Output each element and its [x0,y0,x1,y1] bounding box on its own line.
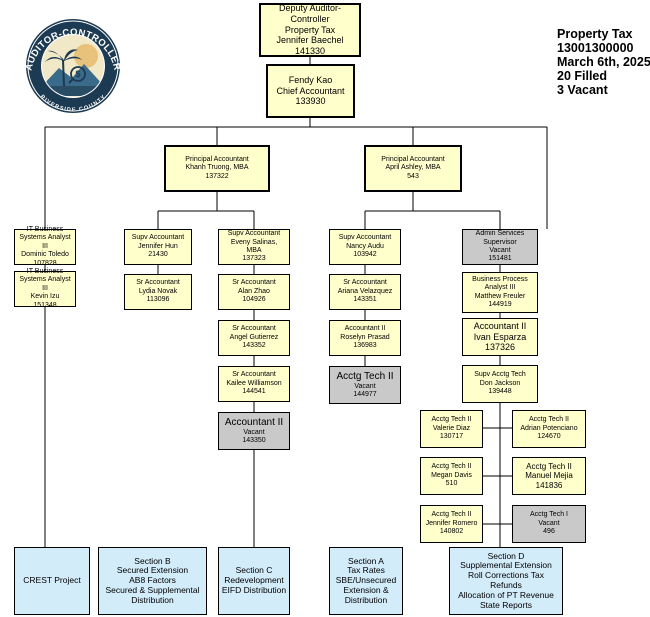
box-acctg-tech-diaz: Acctg Tech II Valerie Diaz 130717 [420,410,483,448]
box-sr-accountant-zhao: Sr Accountant Alan Zhao 104926 [218,274,290,310]
filled-count: 20 Filled [557,69,608,83]
logo-dollar: $ [75,69,80,79]
magnifier-icon [70,66,86,82]
section-c: Section C Redevelopment EIFD Distributio… [218,547,290,615]
box-sr-accountant-novak: Sr Accountant Lydia Novak 113096 [124,274,192,310]
box-acctg-tech-ii-vacant: Acctg Tech II Vacant 144977 [329,366,401,404]
box-admin-services-supervisor: Admin Services Supervisor Vacant 151481 [462,229,538,265]
box-it-analyst-izu: IT Business Systems Analyst III Kevin Iz… [14,268,76,309]
box-business-process-analyst: Business Process Analyst III Matthew Fre… [462,272,538,313]
vacant-count: 3 Vacant [557,83,608,97]
box-supv-accountant-audu: Supv Accountant Nancy Audu 103942 [329,229,401,265]
department-code: 13001300000 [557,41,634,55]
section-d: Section D Supplemental Extension Roll Co… [449,547,563,615]
box-principal-accountant-ashley: Principal Accountant April Ashley, MBA 5… [364,145,462,192]
box-acctg-tech-davis: Acctg Tech II Megan Davis 510 [420,457,483,495]
department-name: Property Tax [557,27,633,41]
box-deputy-auditor: Deputy Auditor- Controller Property Tax … [259,3,361,57]
box-acctg-tech-romero: Acctg Tech II Jennifer Romero 140802 [420,505,483,543]
sun-icon [74,44,98,68]
section-b: Section B Secured Extension AB8 Factors … [98,547,207,615]
box-accountant-ii-vacant: Accountant II Vacant 143350 [218,412,290,450]
box-supv-accountant-hun: Supv Accountant Jennifer Hun 21430 [124,229,192,265]
org-info: Property Tax 13001300000 March 6th, 2025… [557,27,650,97]
palm-tree-icon [62,60,65,86]
auditor-controller-seal: $ AUDITOR-CONTROLLER RIVERSIDE COUNTY [24,19,122,113]
box-principal-accountant-truong: Principal Accountant Khanh Truong, MBA 1… [164,145,270,192]
box-sr-accountant-gutierrez: Sr Accountant Angel Gutierrez 143352 [218,320,290,356]
box-sr-accountant-velazquez: Sr Accountant Ariana Velazquez 143351 [329,274,401,310]
box-acctg-tech-i-vacant: Acctg Tech I Vacant 496 [512,505,586,543]
box-accountant-ii-esparza: Accountant II Ivan Esparza 137326 [462,318,538,356]
box-it-analyst-toledo: IT Business Systems Analyst III Dominic … [14,226,76,267]
box-chief-accountant: Fendy Kao Chief Accountant 133930 [266,64,355,118]
box-supv-acctg-tech-jackson: Supv Acctg Tech Don Jackson 139448 [462,365,538,403]
box-acctg-tech-potenciano: Acctg Tech II Adrian Potenciano 124670 [512,410,586,448]
section-a: Section A Tax Rates SBE/Unsecured Extens… [329,547,403,615]
box-acctg-tech-mejia: Acctg Tech II Manuel Mejia 141836 [512,457,586,495]
box-accountant-ii-prasad: Accountant II Roselyn Prasad 136983 [329,320,401,356]
section-crest-project: CREST Project [14,547,90,615]
box-supv-accountant-salinas: Supv Accountant Eveny Salinas, MBA 13732… [218,229,290,265]
box-sr-accountant-williamson: Sr Accountant Kailee Williamson 144541 [218,366,290,402]
chart-date: March 6th, 2025 [557,55,650,69]
mountains-icon [42,64,104,86]
